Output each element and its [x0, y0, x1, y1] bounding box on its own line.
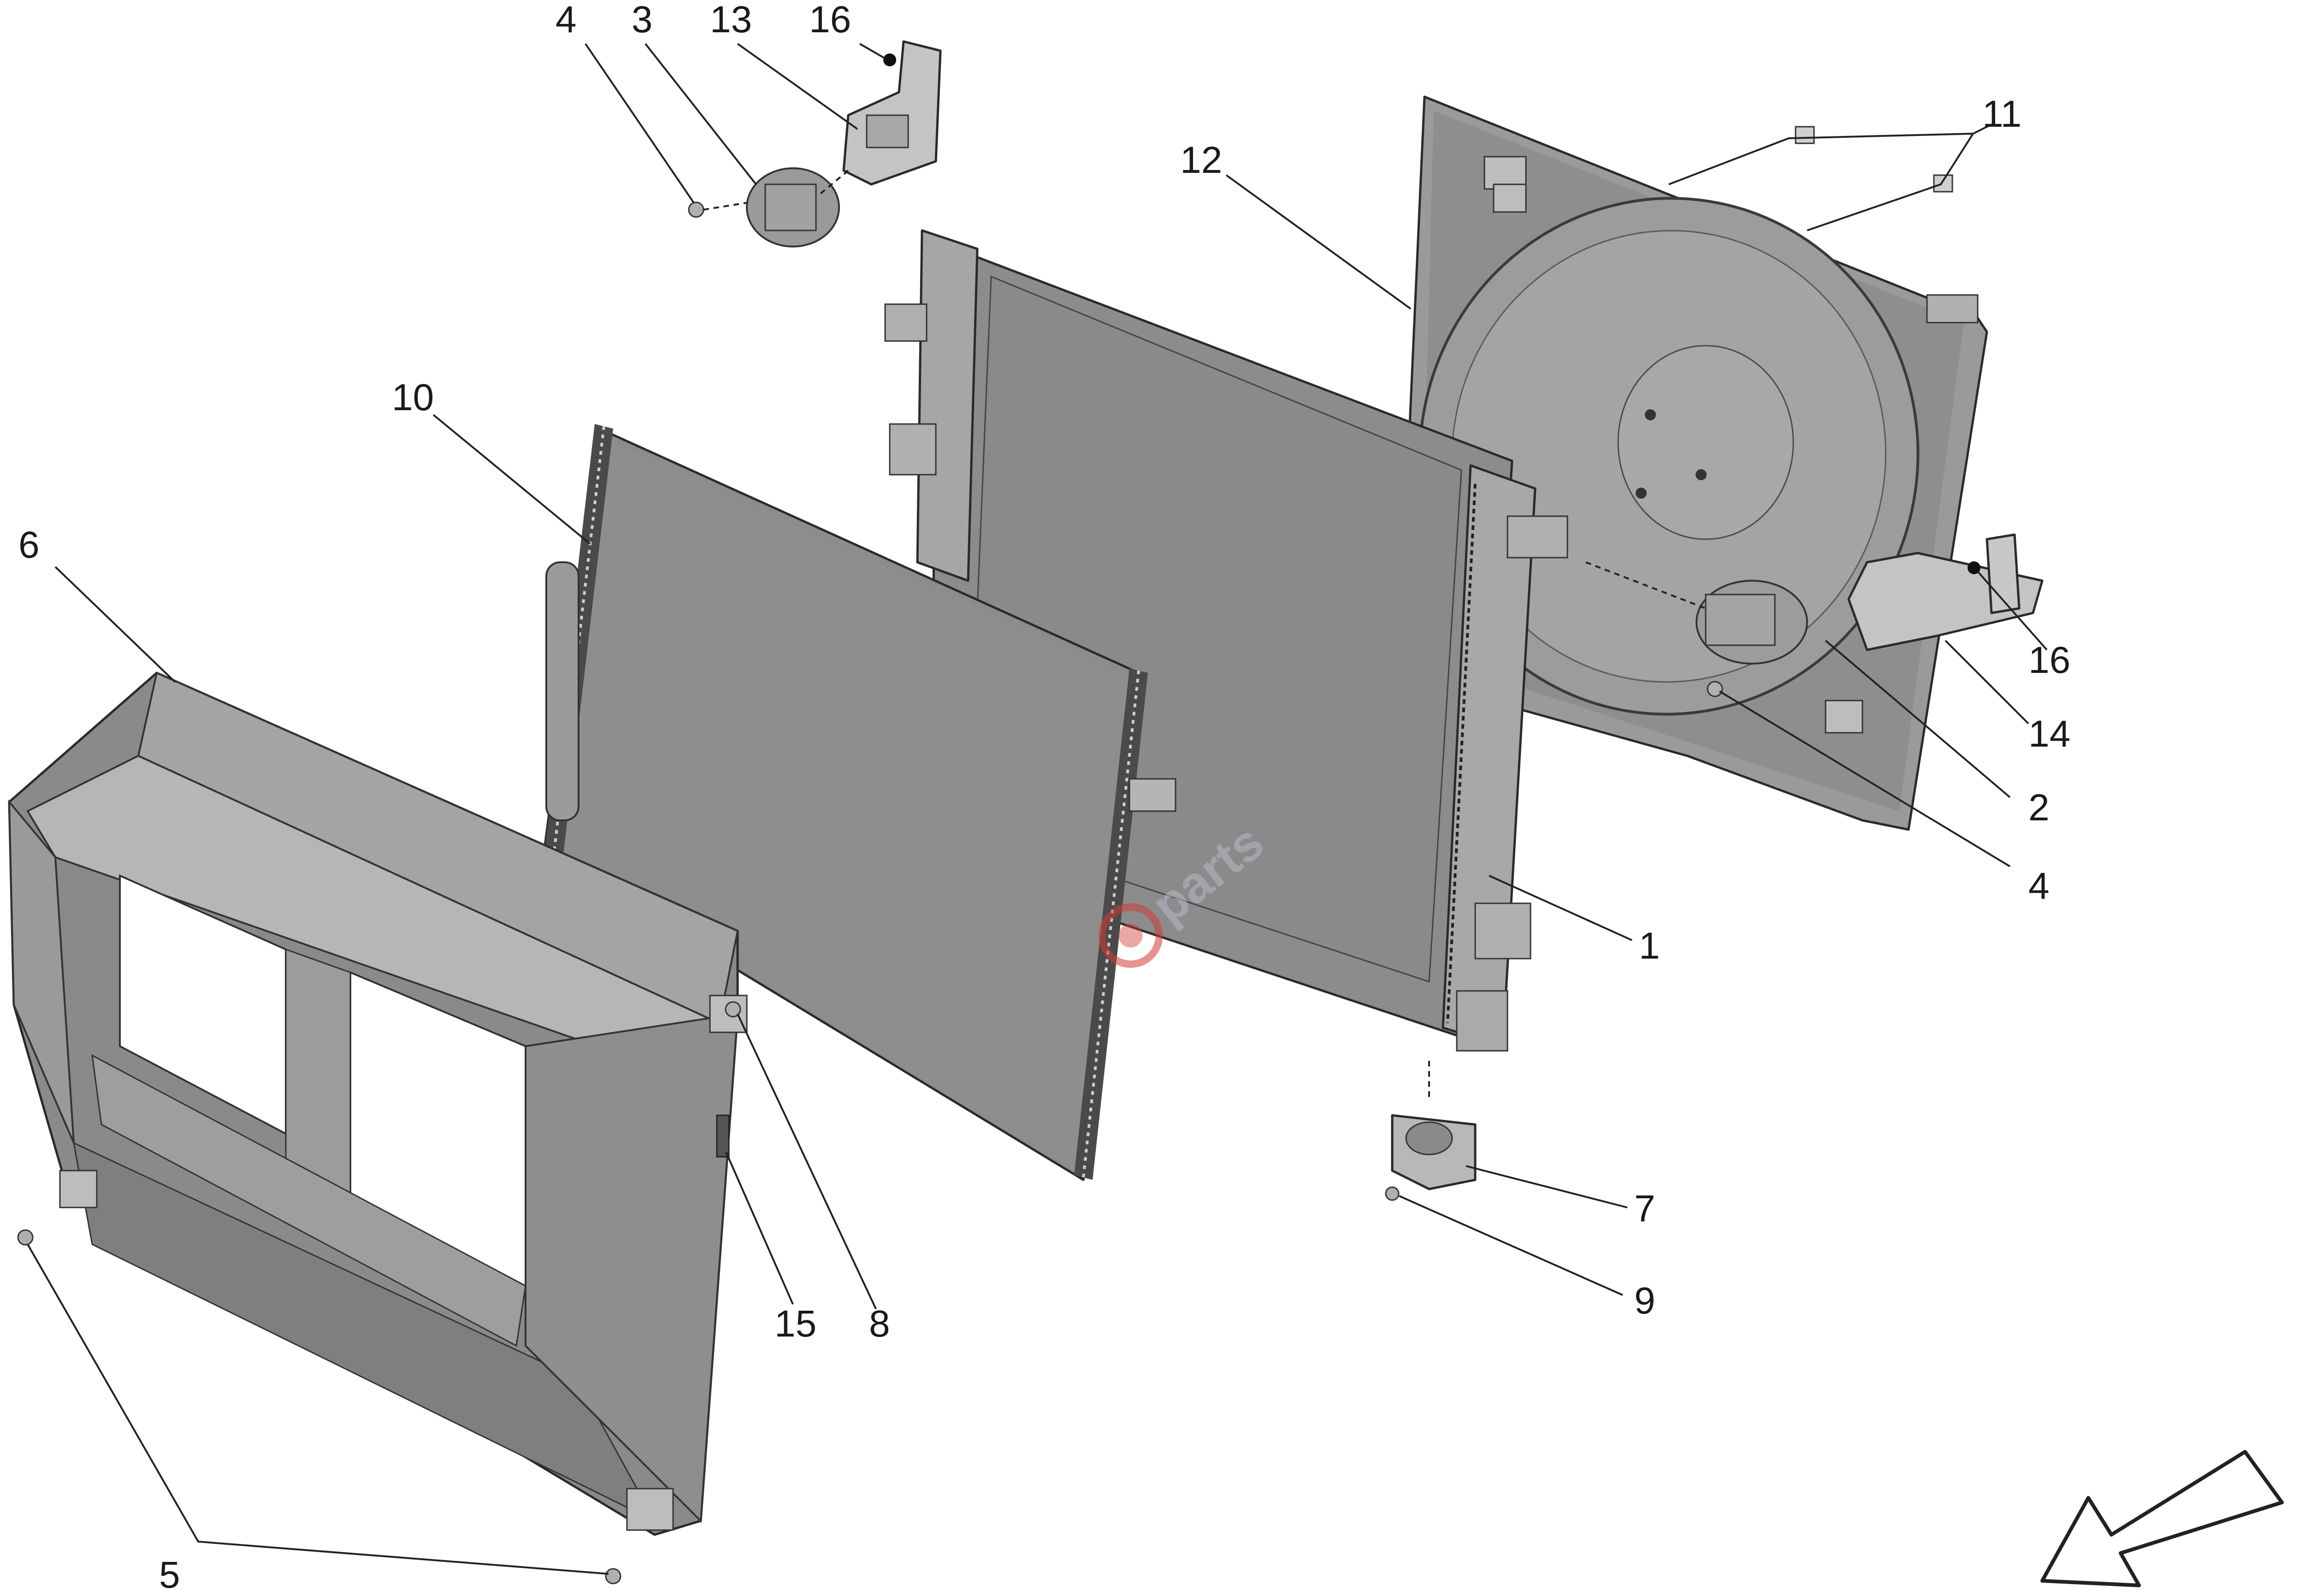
fasteners: [17, 126, 1953, 1584]
air-deflector: [8, 671, 748, 1536]
callout-3: 3: [632, 0, 653, 41]
callout-6: 6: [18, 524, 40, 566]
callout-16-top: 16: [809, 0, 851, 41]
callout-2: 2: [2028, 787, 2050, 829]
callout-11: 11: [1982, 93, 2021, 135]
callout-8: 8: [869, 1303, 890, 1345]
callout-15: 15: [774, 1303, 816, 1345]
callout-4-right: 4: [2028, 865, 2050, 907]
callout-16-right: 16: [2028, 639, 2070, 681]
callout-12: 12: [1180, 139, 1222, 181]
callout-9: 9: [1634, 1280, 1655, 1322]
condenser: [543, 424, 1176, 1181]
side-mount-assembly: [1585, 533, 2044, 697]
callout-14: 14: [2028, 713, 2070, 755]
lower-mount-assembly: [1385, 1060, 1477, 1201]
fan-shroud: [1405, 95, 1988, 831]
callout-13: 13: [710, 0, 752, 41]
callout-5: 5: [159, 1554, 180, 1596]
arrow-down-left-icon: [2040, 1450, 2284, 1587]
upper-mount-assembly: [688, 40, 942, 247]
callout-7: 7: [1634, 1188, 1655, 1230]
callout-10: 10: [392, 377, 434, 418]
leader-lines: [27, 43, 2048, 1575]
callouts: 4 3 13 16 12 11 10 6 16 14 2 4 1 7 9 15 …: [18, 0, 2070, 1596]
callout-4-top: 4: [556, 0, 577, 41]
callout-1: 1: [1639, 925, 1660, 967]
